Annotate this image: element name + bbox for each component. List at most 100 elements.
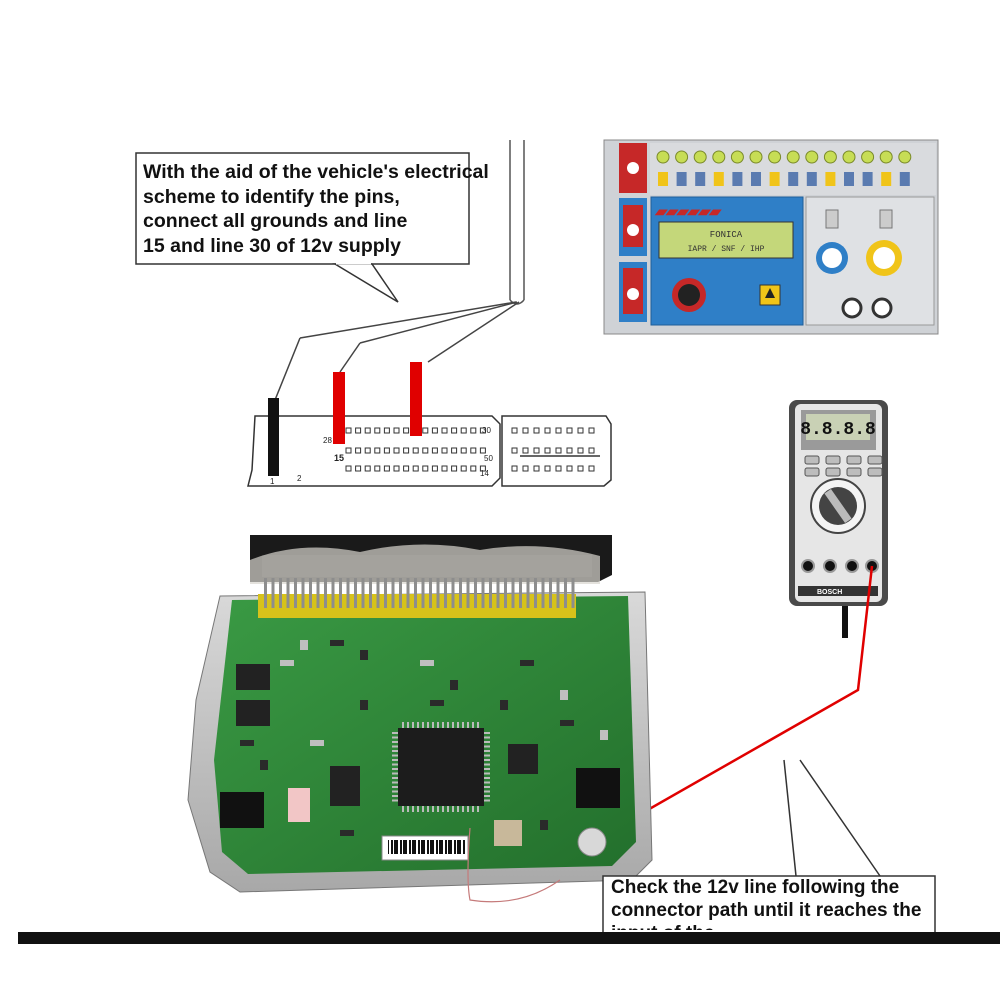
led — [693, 150, 707, 164]
ecu-pin — [384, 578, 387, 608]
ecu-capacitor — [577, 827, 607, 857]
led — [656, 150, 670, 164]
ecu-pin — [369, 578, 372, 608]
callout-top — [135, 152, 470, 303]
multimeter-button — [825, 455, 841, 465]
multimeter-buttons — [804, 455, 883, 477]
wire-line-30 — [410, 362, 422, 436]
multimeter-jack — [823, 559, 837, 573]
pin — [470, 427, 477, 434]
pin — [544, 427, 551, 434]
led — [823, 150, 837, 164]
ecu-pin — [301, 578, 305, 608]
pin — [383, 465, 390, 472]
ecu-pin — [504, 578, 507, 608]
led — [861, 150, 875, 164]
ecu-pin — [481, 578, 485, 608]
pin — [374, 447, 381, 454]
pin — [364, 427, 371, 434]
callout-bottom-text: Check the 12v line following the connect… — [611, 876, 941, 930]
pin-label-50: 50 — [484, 454, 493, 463]
led — [842, 150, 856, 164]
pin — [403, 447, 410, 454]
pin — [522, 427, 529, 434]
multimeter-display-value: 8.8.8.8 — [800, 420, 876, 440]
pin — [511, 447, 518, 454]
ecu-pin — [339, 578, 342, 608]
pin — [511, 465, 518, 472]
pin — [588, 447, 595, 454]
ecu-pin — [414, 578, 417, 608]
ecu-pin — [474, 578, 477, 608]
pin — [345, 447, 352, 454]
ecu-pin — [399, 578, 402, 608]
pin — [431, 465, 438, 472]
led — [749, 150, 763, 164]
ecu-pin — [451, 578, 455, 608]
ecu-pin — [526, 578, 530, 608]
multimeter-jacks — [801, 559, 879, 573]
led-icon — [881, 172, 892, 186]
pin — [393, 465, 400, 472]
ecu-pin — [316, 578, 320, 608]
pin — [374, 427, 381, 434]
pin-label-15: 15 — [334, 453, 344, 463]
pin — [566, 465, 573, 472]
ecu-pin — [466, 578, 470, 608]
pin — [422, 427, 429, 434]
ecu-pin — [549, 578, 552, 608]
svg-text:▰▰▰▰▰▰: ▰▰▰▰▰▰ — [654, 203, 722, 219]
ecu-pin — [436, 578, 440, 608]
pin — [431, 447, 438, 454]
led-icon — [806, 172, 817, 186]
pin — [588, 427, 595, 434]
pin — [511, 427, 518, 434]
pin — [555, 447, 562, 454]
led-icon — [825, 172, 836, 186]
connector-diagram: 28 15 30 50 14 1 2 — [247, 362, 612, 487]
probe-red — [601, 565, 874, 838]
ecu-pin — [459, 578, 462, 608]
pin — [577, 465, 584, 472]
multimeter-button — [804, 467, 820, 477]
ecu-pin — [541, 578, 545, 608]
ecu-pin — [519, 578, 522, 608]
pin — [460, 427, 467, 434]
probe-black — [842, 606, 848, 638]
pin — [470, 465, 477, 472]
led-icon — [732, 172, 743, 186]
callout-top-line-3: connect all grounds and line — [143, 210, 408, 232]
led-icon — [676, 172, 687, 186]
pin — [577, 447, 584, 454]
pin — [441, 465, 448, 472]
callout-top-line-2: scheme to identify the pins, — [143, 185, 400, 208]
wire-line-15 — [333, 372, 345, 444]
led — [768, 150, 782, 164]
pin — [345, 465, 352, 472]
pin — [403, 465, 410, 472]
ecu-pin — [354, 578, 357, 608]
led-icon — [862, 172, 873, 186]
led-icon — [788, 172, 799, 186]
wire-ground — [268, 398, 279, 476]
led — [805, 150, 819, 164]
ecu-pin — [429, 578, 432, 608]
tester-lcd-line2: IAPR / SNF / IHP — [688, 245, 765, 254]
tester-lcd-line1: FONICA — [710, 230, 743, 240]
pin — [403, 427, 410, 434]
pin — [479, 447, 486, 454]
ecu-pin — [286, 578, 290, 608]
pin — [412, 465, 419, 472]
callout-bottom-line-3: input of the — [611, 922, 941, 930]
pin — [431, 427, 438, 434]
pin — [364, 447, 371, 454]
led-icon — [899, 172, 910, 186]
ecu-pin — [391, 578, 395, 608]
pin — [460, 447, 467, 454]
led-icon — [769, 172, 780, 186]
connector-pins — [345, 427, 600, 472]
multimeter-button — [804, 455, 820, 465]
video-progress-bar — [18, 932, 1000, 944]
multimeter: 8.8.8.8 BOSCH — [601, 400, 888, 838]
